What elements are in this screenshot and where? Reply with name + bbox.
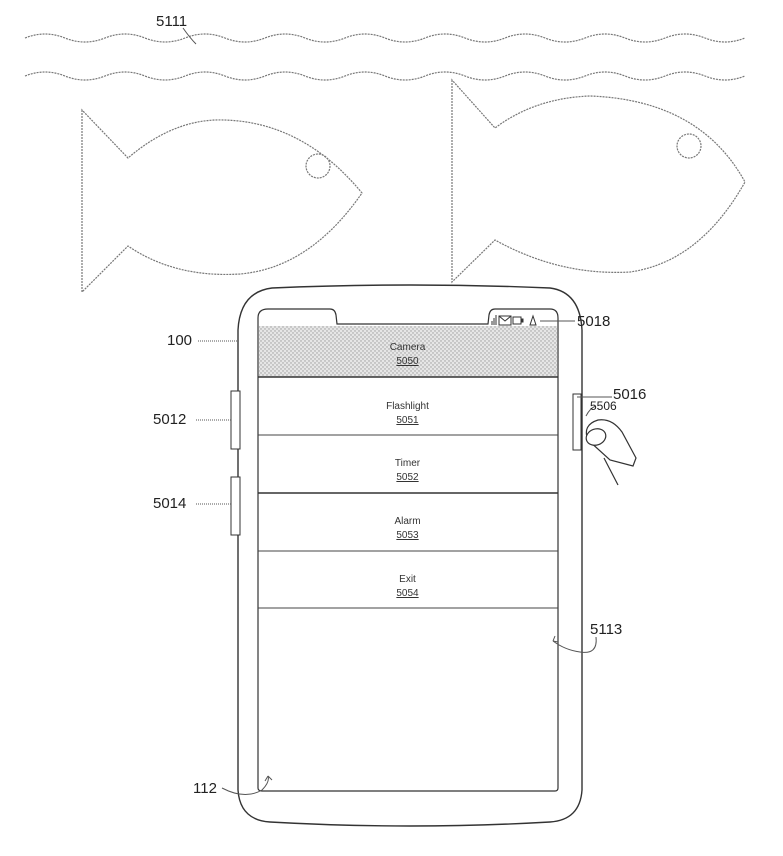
menu-item-alarm[interactable]: Alarm 5053 bbox=[259, 516, 556, 541]
mail-icon bbox=[498, 315, 512, 326]
water-wave-upper bbox=[24, 33, 746, 43]
mail-icon-flap bbox=[498, 315, 512, 322]
device-screen-border bbox=[257, 308, 559, 792]
menu-item-ref: 5054 bbox=[396, 588, 419, 599]
menu-item-flashlight[interactable]: Flashlight 5051 bbox=[259, 401, 556, 426]
menu-item-label: Timer bbox=[394, 458, 421, 469]
menu-item-label: Flashlight bbox=[386, 401, 429, 412]
label-5506: 5506 bbox=[590, 399, 617, 413]
water-wave-lower bbox=[24, 71, 746, 81]
leader-5111 bbox=[182, 27, 197, 45]
menu-item-ref: 5050 bbox=[396, 356, 419, 367]
menu-item-ref: 5053 bbox=[396, 530, 419, 541]
menu-item-timer[interactable]: Timer 5052 bbox=[259, 458, 556, 483]
menu-item-label: Alarm bbox=[394, 516, 421, 527]
leader-5113 bbox=[552, 636, 597, 653]
bell-icon bbox=[529, 314, 537, 326]
side-button-lower[interactable] bbox=[230, 476, 241, 536]
label-5018: 5018 bbox=[577, 313, 611, 330]
menu-item-label: Exit bbox=[399, 574, 416, 585]
menu-item-label: Camera bbox=[389, 342, 426, 353]
leader-5506 bbox=[585, 405, 597, 417]
right-side-button[interactable] bbox=[572, 393, 582, 451]
label-100: 100 bbox=[167, 332, 193, 349]
arrow-5113 bbox=[552, 635, 559, 643]
label-5111: 5111 bbox=[156, 13, 188, 30]
label-5113: 5113 bbox=[590, 621, 623, 638]
arrow-112 bbox=[264, 775, 273, 782]
menu-item-camera[interactable]: Camera 5050 bbox=[259, 342, 556, 367]
label-5012: 5012 bbox=[153, 411, 187, 428]
status-icons bbox=[491, 314, 537, 326]
leader-lines bbox=[196, 320, 612, 795]
leader-112 bbox=[221, 775, 269, 795]
fingernail bbox=[585, 428, 607, 446]
menu-item-ref: 5051 bbox=[396, 415, 419, 426]
fish-left bbox=[81, 108, 363, 294]
battery-tip bbox=[520, 318, 524, 323]
signal-icon bbox=[491, 315, 497, 325]
label-112: 112 bbox=[193, 780, 217, 797]
menu-item-ref: 5052 bbox=[396, 472, 419, 483]
label-5014: 5014 bbox=[153, 495, 187, 512]
side-button-upper[interactable] bbox=[230, 390, 241, 450]
highlighted-row-background bbox=[259, 326, 557, 377]
label-5016: 5016 bbox=[613, 386, 647, 403]
finger bbox=[585, 419, 637, 486]
fish-right bbox=[451, 78, 746, 284]
menu-item-exit[interactable]: Exit 5054 bbox=[259, 574, 556, 599]
